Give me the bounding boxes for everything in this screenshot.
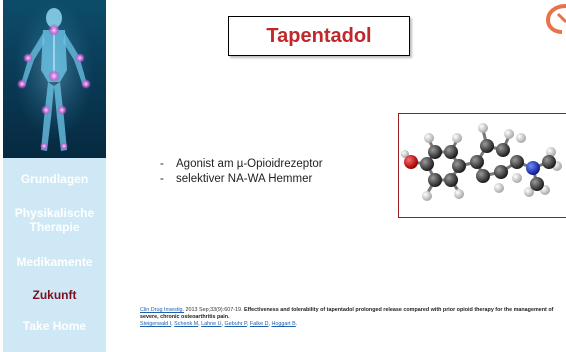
reference-citation: Clin Drug Investig. 2013 Sep;33(9):607-1… — [140, 307, 554, 327]
list-item: -Agonist am µ-Opioidrezeptor — [160, 158, 323, 173]
author-link[interactable]: Schenk M — [174, 321, 199, 327]
citation-details: 2013 Sep;33(9):607-19. — [184, 307, 244, 313]
bullet-text: Agonist am µ-Opioidrezeptor — [176, 158, 323, 170]
sidebar-item-take-home[interactable]: Take Home — [22, 319, 87, 333]
sidebar-item-zukunft[interactable]: Zukunft — [32, 288, 77, 302]
human-body-image — [3, 0, 106, 158]
logo-icon — [545, 4, 566, 34]
bullet-marker: - — [160, 173, 164, 185]
molecule-image — [398, 113, 566, 218]
author-link[interactable]: Falke D — [249, 321, 269, 327]
page-title: Tapentadol — [228, 16, 410, 56]
bullet-list: -Agonist am µ-Opioidrezeptor -selektiver… — [160, 158, 323, 188]
sidebar-item-physikalische-therapie[interactable]: Physikalische Therapie — [14, 206, 95, 234]
journal-link[interactable]: Clin Drug Investig. — [140, 307, 185, 313]
molecule-icon — [401, 123, 562, 201]
sidebar-item-medikamente[interactable]: Medikamente — [16, 255, 93, 269]
list-item: -selektiver NA-WA Hemmer — [160, 173, 323, 188]
sidebar: Grundlagen Physikalische Therapie Medika… — [3, 0, 106, 352]
author-link[interactable]: Lahne U — [201, 321, 222, 327]
author-link[interactable]: Gebuhr P — [224, 321, 247, 327]
logo — [540, 0, 566, 34]
human-body-icon — [14, 0, 94, 151]
article-title: Effectiveness and tolerability of tapent… — [140, 307, 554, 320]
author-link[interactable]: Steigerwald I — [140, 321, 172, 327]
bullet-marker: - — [160, 158, 164, 170]
bullet-text: selektiver NA-WA Hemmer — [176, 173, 313, 185]
author-link[interactable]: Hoggart B — [271, 321, 296, 327]
sidebar-item-grundlagen[interactable]: Grundlagen — [20, 172, 89, 186]
sidebar-nav: Grundlagen Physikalische Therapie Medika… — [3, 158, 106, 352]
